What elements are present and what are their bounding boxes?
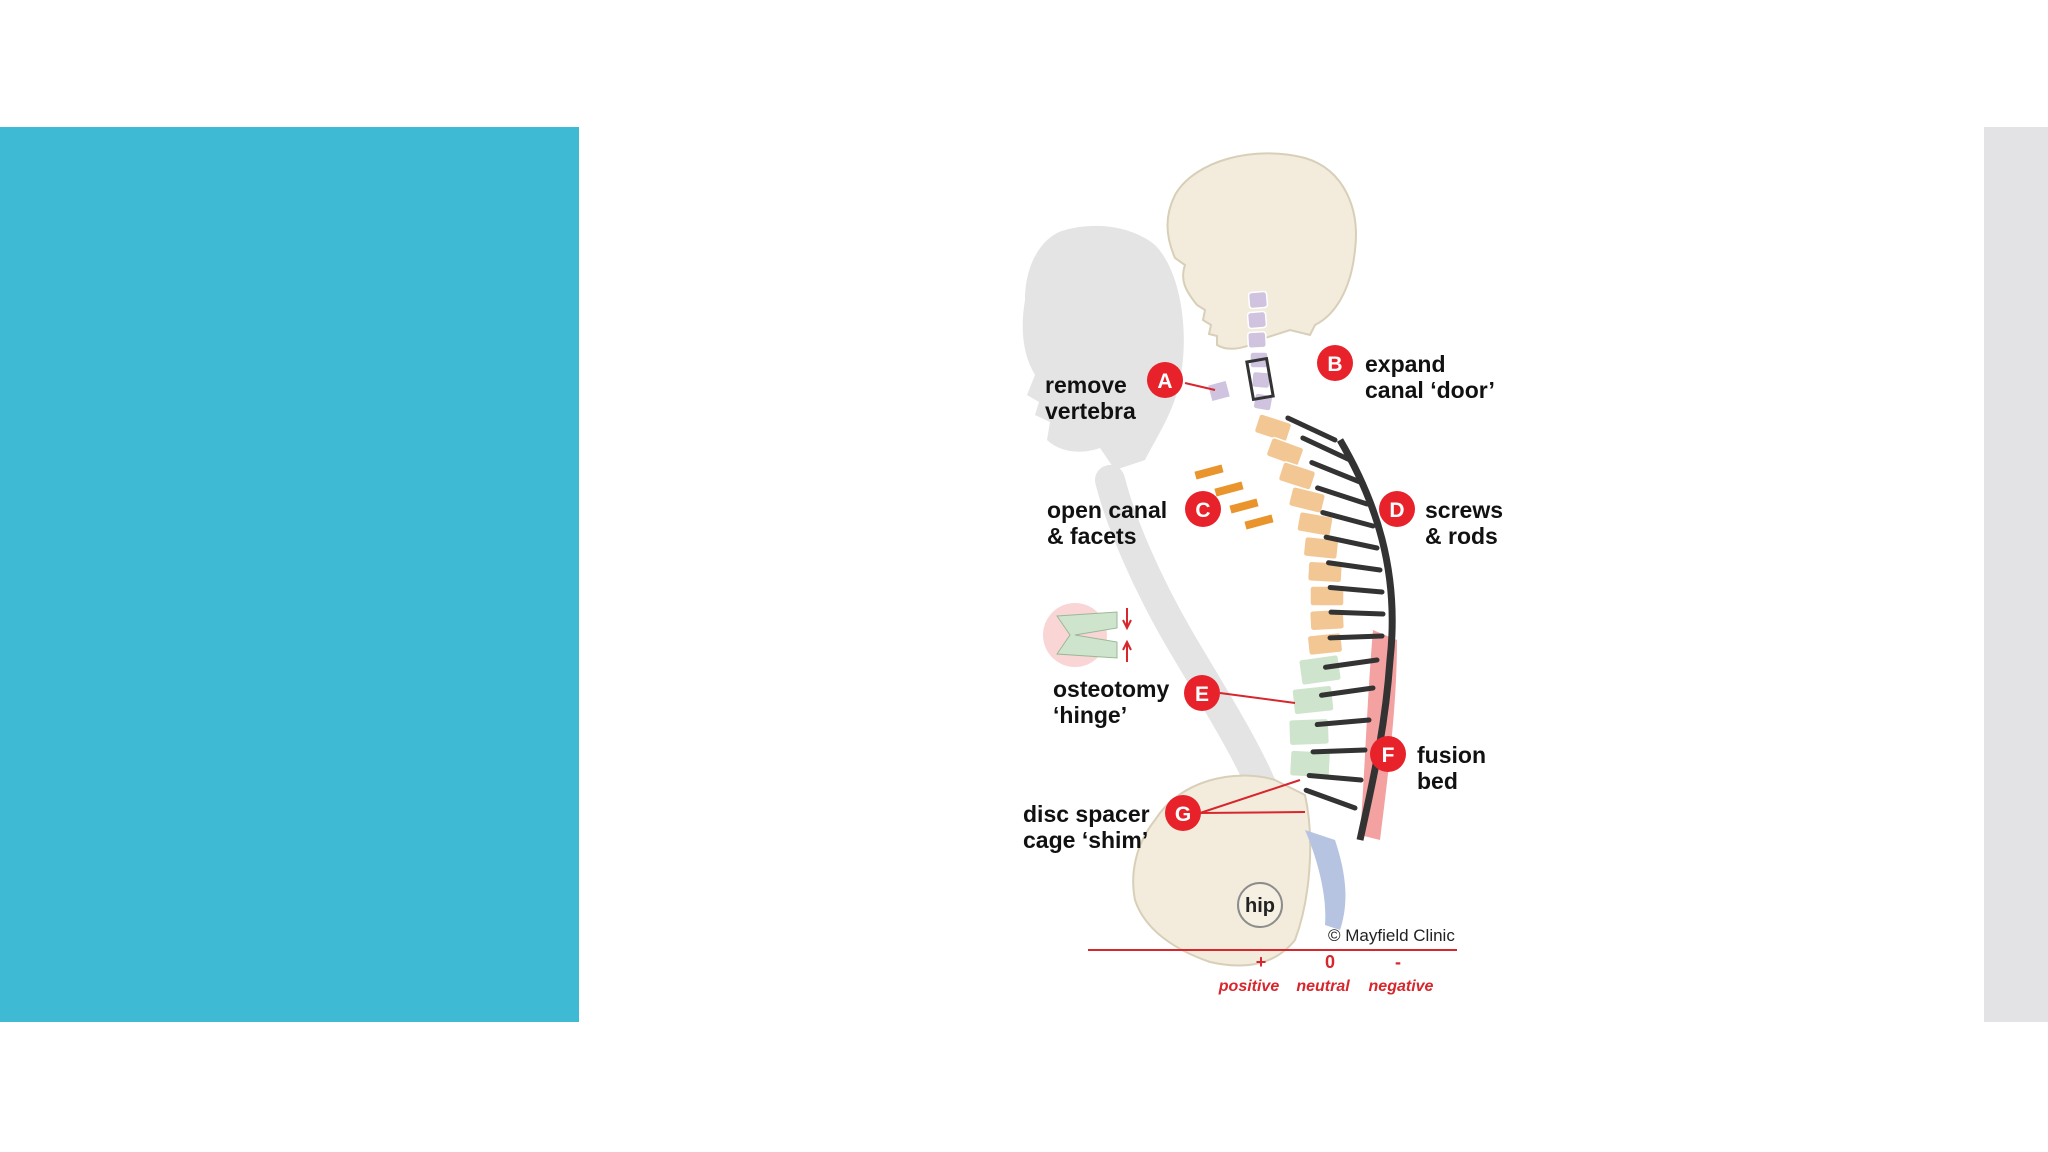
ghost-spine-illustration (1095, 465, 1290, 835)
svg-text:F: F (1382, 744, 1395, 767)
svg-text:canal ‘door’: canal ‘door’ (1365, 377, 1495, 403)
svg-text:& rods: & rods (1425, 523, 1498, 549)
ghost-skull-illustration (1022, 225, 1184, 470)
svg-text:expand: expand (1365, 351, 1446, 377)
callout-e: E osteotomy ‘hinge’ (1053, 675, 1220, 728)
canal-door (1245, 356, 1275, 402)
accent-panel (0, 127, 579, 1022)
vertebra (1265, 436, 1305, 468)
vertebra (1296, 510, 1334, 538)
removed-facets (1194, 464, 1274, 530)
pelvis-illustration (1132, 774, 1346, 967)
pedicle-screw (1327, 584, 1385, 595)
svg-text:-: - (1395, 952, 1401, 972)
pedicle-screw (1323, 534, 1380, 551)
callout-c: C open canal & facets (1047, 491, 1221, 549)
vertebra (1246, 310, 1268, 330)
svg-text:0: 0 (1325, 952, 1335, 972)
callout-d: D screws & rods (1379, 491, 1503, 549)
leader-e (1219, 692, 1296, 704)
callout-g: G disc spacer cage ‘shim’ (1023, 795, 1201, 853)
svg-text:screws: screws (1425, 497, 1503, 523)
svg-text:osteotomy: osteotomy (1053, 676, 1170, 702)
svg-text:D: D (1389, 499, 1404, 522)
spinal-fusion-diagram: hip (1005, 140, 1535, 1010)
callout-b: B expand canal ‘door’ (1317, 345, 1495, 403)
svg-text:open canal: open canal (1047, 497, 1167, 523)
pedicle-screw (1320, 510, 1376, 529)
svg-text:G: G (1175, 803, 1191, 826)
leader-g1 (1199, 779, 1301, 814)
svg-text:neutral: neutral (1296, 978, 1350, 995)
svg-text:vertebra: vertebra (1045, 398, 1136, 424)
leader-a (1184, 382, 1216, 391)
svg-text:C: C (1195, 499, 1210, 522)
skull-illustration (1166, 152, 1357, 350)
callout-f: F fusion bed (1370, 736, 1486, 794)
copyright: © Mayfield Clinic (1328, 926, 1455, 945)
pedicle-screws (1285, 415, 1386, 811)
svg-text:disc spacer: disc spacer (1023, 801, 1150, 827)
pedicle-screw (1306, 772, 1364, 783)
pedicle-screw (1319, 685, 1376, 698)
svg-text:positive: positive (1218, 978, 1280, 995)
pedicle-screw (1326, 560, 1383, 573)
rod (1336, 438, 1396, 841)
svg-text:‘hinge’: ‘hinge’ (1053, 702, 1127, 728)
svg-text:cage ‘shim’: cage ‘shim’ (1023, 827, 1148, 853)
hip-label: hip (1245, 895, 1275, 917)
svg-text:A: A (1157, 370, 1172, 393)
lumbar-spine (1287, 653, 1342, 779)
vertebra (1253, 413, 1293, 443)
vertebra (1298, 653, 1342, 687)
svg-text:E: E (1195, 683, 1209, 706)
vertebra (1277, 461, 1317, 491)
vertebra (1287, 486, 1327, 514)
thoracic-spine (1253, 413, 1346, 657)
pedicle-screw (1327, 633, 1385, 641)
pedicle-screw (1328, 609, 1386, 617)
pedicle-screw (1314, 717, 1372, 728)
svg-text:& facets: & facets (1047, 523, 1136, 549)
vertebra (1309, 585, 1345, 607)
vertebra (1302, 535, 1340, 561)
svg-text:remove: remove (1045, 372, 1127, 398)
sagittal-balance-scale: + 0 - positive neutral negative (1088, 949, 1457, 995)
pedicle-screw (1323, 657, 1380, 670)
pedicle-screw (1315, 485, 1370, 507)
pedicle-screw (1303, 787, 1358, 811)
pedicle-screw (1300, 435, 1353, 463)
right-edge-strip (1984, 127, 2048, 1022)
pedicle-screw (1309, 460, 1363, 485)
vertebra (1247, 290, 1269, 310)
pedicle-screw (1310, 747, 1368, 755)
vertebra (1291, 684, 1335, 716)
svg-text:fusion: fusion (1417, 742, 1486, 768)
osteotomy-inset (1043, 603, 1132, 667)
leader-g2 (1199, 811, 1306, 814)
vertebra (1306, 560, 1344, 584)
svg-text:bed: bed (1417, 768, 1458, 794)
svg-text:B: B (1327, 353, 1342, 376)
svg-text:+: + (1256, 952, 1267, 972)
removed-vertebra (1208, 380, 1230, 402)
callout-a: A remove vertebra (1045, 362, 1183, 424)
vertebra (1246, 330, 1268, 350)
svg-text:negative: negative (1369, 978, 1434, 995)
pedicle-screw (1285, 415, 1338, 443)
